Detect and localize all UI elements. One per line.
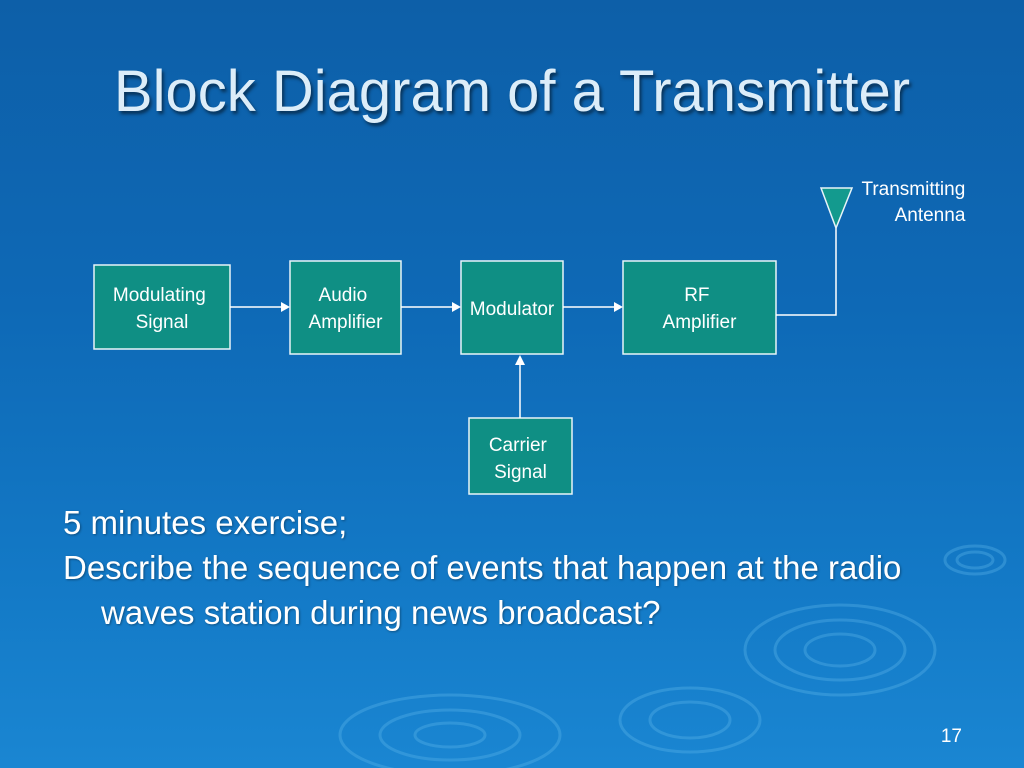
svg-text:Modulating Signal: Modulating Signal bbox=[113, 285, 211, 333]
svg-text:Carrier Signal: Carrier Signal bbox=[489, 435, 552, 483]
antenna-label-line-2: Antenna bbox=[895, 205, 966, 226]
slide-number: 17 bbox=[940, 726, 962, 747]
audio-amplifier-block: Audio Amplifier bbox=[289, 260, 402, 355]
exercise-heading: 5 minutes exercise; bbox=[63, 504, 348, 541]
rf-amplifier-label-line-2: Amplifier bbox=[663, 312, 738, 333]
svg-text:Audio Amplifier: Audio Amplifier bbox=[309, 285, 384, 333]
modulating-signal-label-line-1: Modulating bbox=[113, 285, 206, 306]
arrowhead-right bbox=[614, 302, 623, 312]
exercise-question: Describe the sequence of events that hap… bbox=[63, 549, 902, 631]
svg-text:Transmitting Antenna: Transmitting Antenna bbox=[861, 179, 970, 226]
audio-amplifier-label-line-1: Audio bbox=[319, 285, 368, 306]
carrier-signal-label-line-1: Carrier bbox=[489, 435, 548, 456]
modulator-label: Modulator bbox=[470, 299, 555, 320]
carrier-signal-label-line-2: Signal bbox=[494, 462, 547, 483]
modulator-block: Modulator bbox=[460, 260, 564, 355]
arrowhead-right bbox=[452, 302, 461, 312]
rf-amplifier-label-line-1: RF bbox=[684, 285, 709, 306]
audio-amplifier-label-line-2: Amplifier bbox=[309, 312, 384, 333]
antenna-label-line-1: Transmitting bbox=[861, 179, 965, 200]
slide-title: Block Diagram of a Transmitter bbox=[113, 59, 911, 124]
rf-amplifier-block: RF Amplifier bbox=[622, 260, 777, 355]
exercise-text: 5 minutes exercise; Describe the sequenc… bbox=[63, 500, 993, 635]
connector-rf-to-antenna bbox=[776, 228, 837, 316]
arrowhead-right bbox=[281, 302, 290, 312]
carrier-signal-block: Carrier Signal bbox=[468, 417, 573, 495]
svg-text:RF Amplifier: RF Amplifier bbox=[663, 285, 738, 333]
modulating-signal-label-line-2: Signal bbox=[136, 312, 189, 333]
antenna-icon bbox=[819, 187, 854, 231]
arrowhead-up bbox=[515, 355, 525, 365]
modulating-signal-block: Modulating Signal bbox=[93, 264, 231, 350]
